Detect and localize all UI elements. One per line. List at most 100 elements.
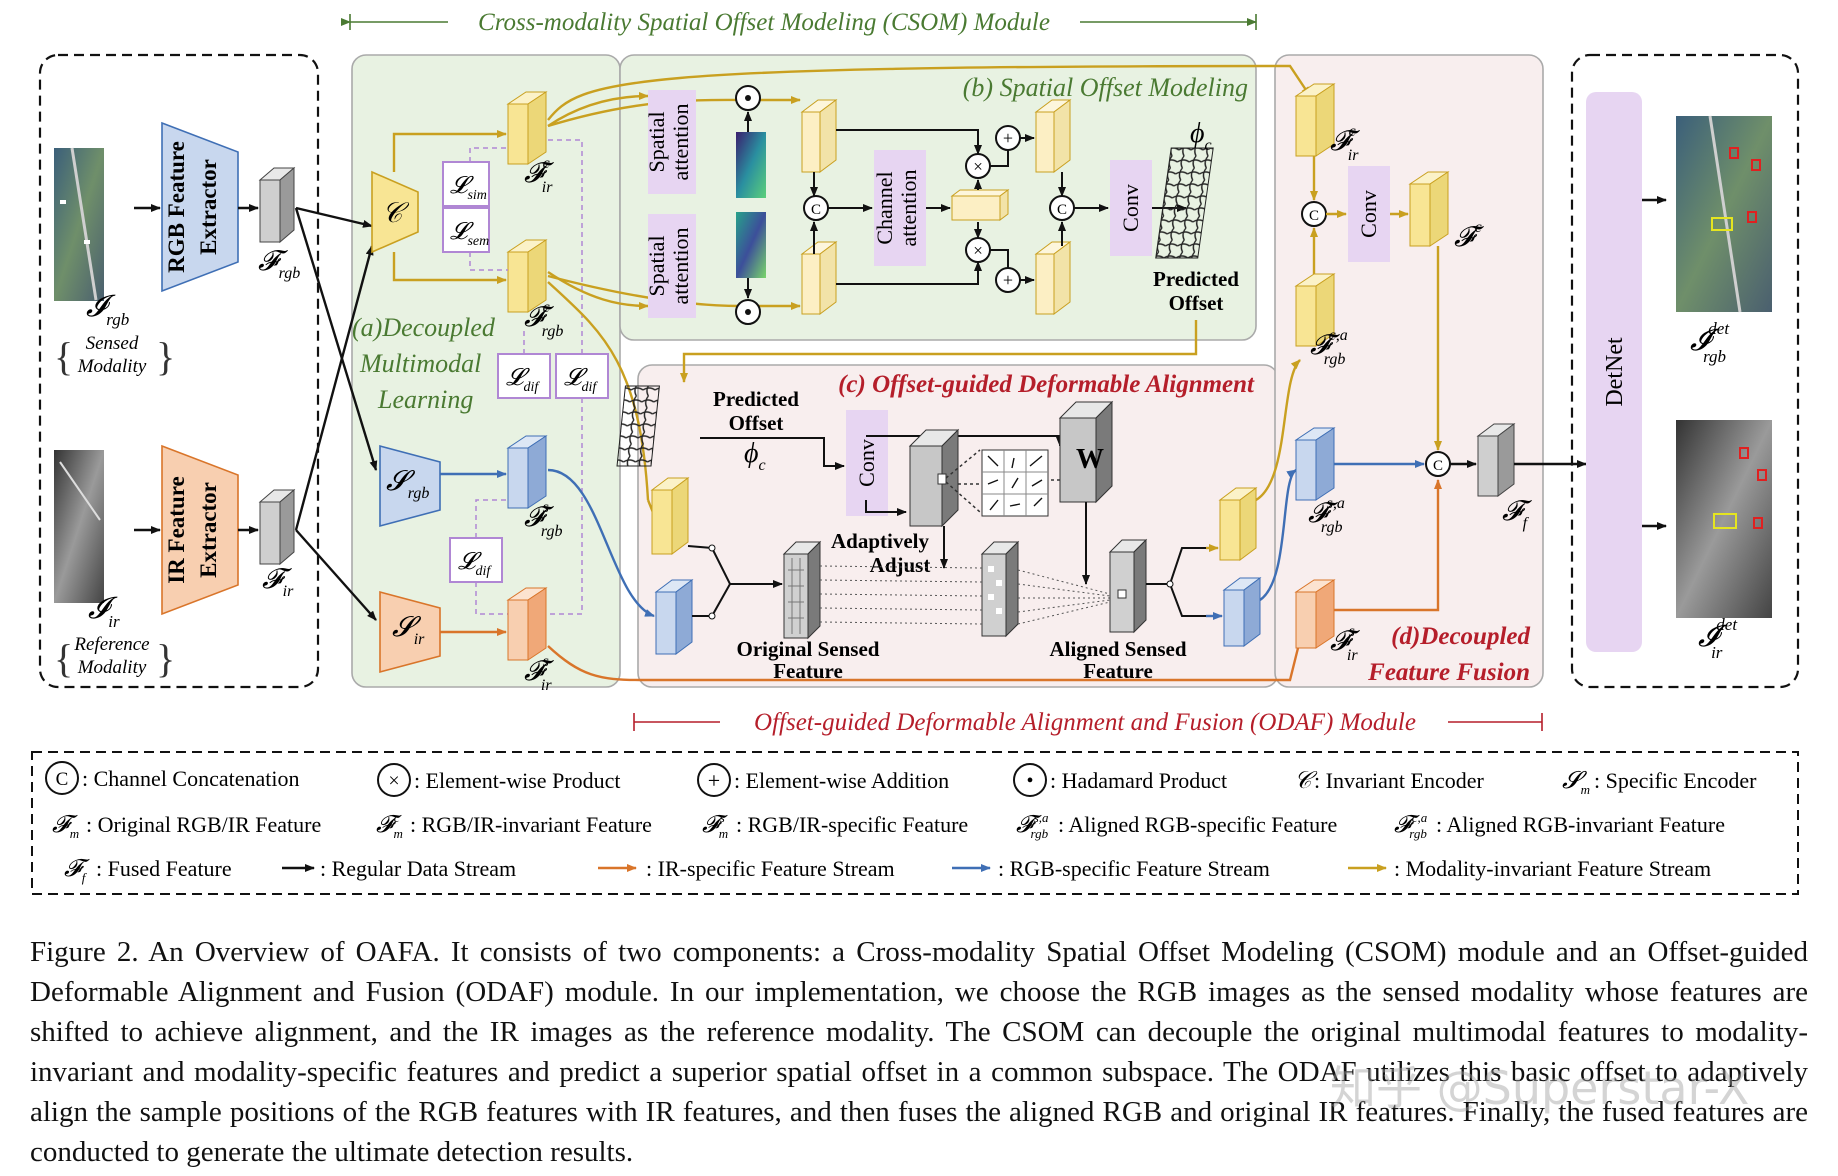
channel-attention-line2: attention (896, 170, 921, 247)
ir-extractor-line1: IR Feature (164, 476, 189, 584)
conv-d (1348, 166, 1390, 262)
panel-a-decoupled-learning (351, 54, 621, 688)
legend-addition-icon (697, 763, 731, 797)
invariant-encoder (371, 170, 419, 254)
panel-b-spatial-offset (619, 54, 1257, 341)
csom-title: Cross-modality Spatial Offset Modeling (… (341, 9, 1257, 36)
conv-b-label: Conv (1118, 184, 1143, 232)
legend-frgbca-text: : Aligned RGB-invariant Feature (1436, 812, 1725, 837)
offset-kernel-grid (981, 449, 1049, 517)
legend-product-glyph: × (388, 770, 399, 792)
figure-caption: Figure 2. An Overview of OAFA. It consis… (30, 936, 1808, 1168)
c-aligned-yellow-cube (1218, 487, 1258, 561)
rgb-specific-encoder (379, 444, 441, 528)
odaf-module-title: Offset-guided Deformable Alignment and F… (754, 709, 1416, 736)
channel-weight-vector (950, 189, 1010, 221)
b-feature-top (800, 99, 838, 173)
legend-product-text: : Element-wise Product (414, 768, 621, 793)
brace-close-2: } (156, 636, 175, 681)
spatial-attention-top (648, 90, 696, 194)
sensed-modality-line1: Sensed (86, 333, 139, 354)
legend-concat-text: : Channel Concatenation (82, 766, 300, 791)
c-yellow-input-cube (650, 477, 690, 555)
c-aligned-blue-cube (1222, 577, 1262, 647)
f-ir-label: 𝓕ir (262, 564, 294, 600)
csom-module-title: Cross-modality Spatial Offset Modeling (… (478, 9, 1050, 36)
reference-modality-line2: Modality (77, 657, 147, 678)
spatial-attention-bottom-line2: attention (668, 228, 693, 305)
w-label: W (1076, 444, 1104, 475)
watermark: 知乎 @Superstar-X (1330, 1061, 1750, 1115)
legend-ff-text: : Fused Feature (96, 856, 232, 881)
loss-dif-box-2 (555, 353, 609, 399)
reference-modality-line1: Reference (73, 634, 149, 655)
detnet-block (1586, 92, 1642, 652)
legend-fmc-text: : RGB/IR-invariant Feature (410, 812, 652, 837)
concat-b-left-glyph: C (811, 202, 821, 218)
adaptively-adjust-line2: Adjust (870, 553, 931, 577)
legend-orange-arrow-text: : IR-specific Feature Stream (646, 856, 895, 881)
f-rgb-s-cube (506, 435, 548, 509)
conv-c (846, 410, 888, 516)
c-blue-input-cube (654, 579, 694, 655)
predicted-offset-c (616, 385, 660, 467)
ir-detection-output (1676, 420, 1772, 618)
legend-hadamard-glyph: • (1026, 770, 1033, 792)
loss-sem-box (442, 207, 490, 253)
legend-hadamard-icon (1013, 763, 1047, 797)
legend-frgbsa-text: : Aligned RGB-specific Feature (1058, 812, 1337, 837)
spatial-attention-top-line2: attention (668, 104, 693, 181)
product-bottom-glyph: × (973, 241, 983, 260)
rgb-extractor-line2: Extractor (196, 159, 221, 255)
legend-product-icon (377, 763, 411, 797)
ir-input-image (54, 450, 104, 603)
phi-c-c-label: ϕc (744, 438, 766, 474)
legend-concat-glyph: C (56, 769, 69, 790)
oafa-architecture-diagram: Cross-modality Spatial Offset Modeling (… (31, 9, 1800, 895)
offset-feature-cube (908, 428, 960, 528)
spatial-attention-bottom-line1: Spatial (644, 235, 669, 296)
brace-close: } (156, 334, 175, 379)
conv-c-label: Conv (854, 439, 879, 487)
b-enhanced-bottom (1034, 241, 1072, 315)
legend-hadamard-text: : Hadamard Product (1050, 768, 1227, 793)
loss-sim-box (442, 161, 490, 207)
addition-top-glyph: + (1003, 128, 1013, 148)
f-rgb-c-cube (506, 239, 548, 313)
panel-b-title: (b) Spatial Offset Modeling (963, 73, 1248, 102)
f-f-cube (1476, 423, 1516, 497)
addition-bottom-glyph: + (1003, 270, 1013, 290)
rgb-detection-output (1676, 115, 1772, 313)
aligned-sensed-feature (1108, 538, 1148, 634)
legend-fm-text: : Original RGB/IR Feature (86, 812, 321, 837)
f-c-cube (1408, 171, 1450, 247)
original-sensed-feature (782, 540, 822, 640)
concat-b-right-glyph: C (1057, 202, 1067, 218)
predicted-offset-b-line1: Predicted (1153, 267, 1239, 291)
concat-d-glyph: C (1309, 208, 1319, 224)
legend-specific-text: : Specific Encoder (1594, 768, 1757, 793)
brace-open-2: { (54, 636, 73, 681)
ir-specific-encoder (379, 590, 441, 674)
attention-map-top (736, 132, 766, 198)
b-feature-bottom (800, 241, 838, 315)
concat-fusion-glyph: C (1433, 458, 1443, 474)
channel-attention (874, 150, 926, 266)
legend-blue-arrow-text: : RGB-specific Feature Stream (998, 856, 1270, 881)
legend-fms-text: : RGB/IR-specific Feature (736, 812, 968, 837)
predicted-offset-b (1155, 147, 1214, 259)
legend-invariant-text: : Invariant Encoder (1314, 768, 1484, 793)
panel-d-title-1: (d)Decoupled (1391, 623, 1530, 650)
attention-map-bottom (736, 212, 766, 278)
odaf-title: Offset-guided Deformable Alignment and F… (633, 709, 1543, 736)
product-top-glyph: × (973, 157, 983, 176)
ir-feature-cube (258, 488, 296, 566)
d-f-ir-s-cube (1294, 579, 1336, 649)
